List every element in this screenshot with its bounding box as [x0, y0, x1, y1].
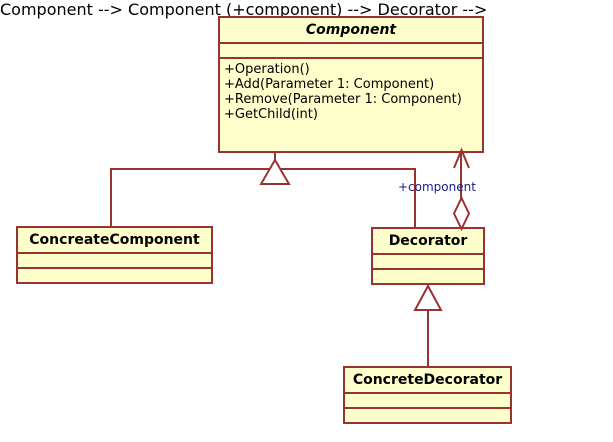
generalization-line-concrete-decorator: [427, 283, 429, 367]
operation-item: +Add(Parameter 1: Component): [224, 77, 435, 92]
generalization-arrowhead-component: [259, 158, 291, 185]
empty-operation-compartment: [345, 409, 510, 422]
class-name-decorator: Decorator: [373, 229, 483, 255]
operation-item: +Operation(): [224, 62, 310, 77]
empty-operation-compartment: [373, 270, 483, 283]
operation-item: +Remove(Parameter 1: Component): [224, 92, 462, 107]
generalization-line-decorator: [414, 168, 416, 228]
generalization-arrowhead-decorator: [413, 283, 443, 311]
uml-class-concreate-component[interactable]: ConcreateComponent: [16, 226, 213, 284]
uml-class-concrete-decorator[interactable]: ConcreteDecorator: [343, 366, 512, 424]
class-operations-concrete-decorator: [345, 409, 510, 422]
class-attributes-concrete-decorator: [345, 394, 510, 409]
aggregation-line-decorator-component: [460, 150, 462, 228]
aggregation-diamond-decorator: [452, 195, 471, 232]
empty-attribute-compartment: [18, 254, 211, 267]
aggregation-arrowhead-component: [453, 147, 470, 169]
class-attributes-component: [220, 44, 482, 59]
uml-class-decorator[interactable]: Decorator: [371, 227, 485, 285]
class-attributes-concreate-component: [18, 254, 211, 269]
class-operations-decorator: [373, 270, 483, 283]
class-operations-concreate-component: [18, 269, 211, 282]
generalization-bus-line: [110, 168, 416, 170]
uml-class-component[interactable]: Component +Operation() +Add(Parameter 1:…: [218, 16, 484, 153]
edge-label-component-role: +component: [398, 180, 476, 194]
class-name-concreate-component: ConcreateComponent: [18, 228, 211, 254]
empty-attribute-compartment: [220, 44, 482, 57]
empty-attribute-compartment: [373, 255, 483, 268]
empty-operation-compartment: [18, 269, 211, 282]
class-attributes-decorator: [373, 255, 483, 270]
class-operations-component: +Operation() +Add(Parameter 1: Component…: [220, 59, 482, 122]
class-name-component: Component: [220, 18, 482, 44]
class-name-concrete-decorator: ConcreteDecorator: [345, 368, 510, 394]
empty-attribute-compartment: [345, 394, 510, 407]
generalization-line-concreate-component: [110, 168, 112, 226]
operation-item: +GetChild(int): [224, 107, 318, 122]
